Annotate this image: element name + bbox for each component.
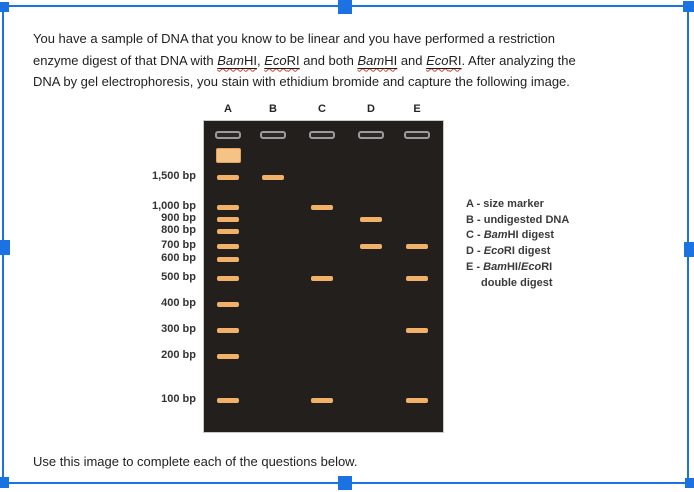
gel-well-d [358, 131, 384, 139]
size-label-200bp: 200 bp [161, 349, 196, 361]
paragraph-line-1: You have a sample of DNA that you know t… [33, 31, 555, 46]
legend-row-c: C - BamHI digest [466, 229, 555, 242]
size-label-600bp: 600 bp [161, 252, 196, 264]
dna-band-c-1000bp [311, 205, 333, 210]
dna-band-a-1500bp [217, 175, 239, 180]
lane-label-c: C [318, 103, 326, 115]
gel-well-b [260, 131, 286, 139]
enzyme-name-ecori: EcoRI [264, 52, 300, 68]
paragraph-line-2: enzyme digest of that DNA with BamHI, Ec… [33, 52, 576, 68]
paragraph-line-3: DNA by gel electrophoresis, you stain wi… [33, 74, 570, 89]
legend-row-b: B - undigested DNA [466, 213, 570, 226]
lane-label-d: D [367, 103, 375, 115]
selection-handle-bottom-right[interactable] [685, 478, 694, 488]
dna-band-d-900bp [360, 217, 382, 222]
paragraph-text: enzyme digest of that DNA with [33, 52, 218, 68]
dna-band-a-900bp [217, 217, 239, 222]
dna-band-a-700bp [217, 244, 239, 249]
dna-band-e-700bp [406, 244, 428, 249]
gel-well-c [309, 131, 335, 139]
selection-handle-bottom-left[interactable] [0, 477, 9, 488]
lane-label-a: A [224, 103, 232, 115]
size-label-1500bp: 1,500 bp [151, 170, 196, 182]
dna-band-a-300bp [217, 328, 239, 333]
dna-band-a-100bp [217, 398, 239, 403]
dna-band-a-200bp [217, 354, 239, 359]
dna-band-a-600bp [217, 257, 239, 262]
legend-row-e-cont: double digest [481, 276, 553, 289]
selection-handle-bottom-center[interactable] [338, 476, 352, 490]
question-paragraph[interactable]: You have a sample of DNA that you know t… [33, 28, 673, 93]
size-label-400bp: 400 bp [161, 297, 196, 309]
gel-legend: A - size marker B - undigested DNA C - B… [466, 197, 569, 291]
size-label-500bp: 500 bp [161, 271, 196, 283]
gel-well-e [404, 131, 430, 139]
dna-band-c-500bp [311, 276, 333, 281]
size-label-100bp: 100 bp [161, 393, 196, 405]
selection-handle-top-left[interactable] [0, 2, 9, 12]
enzyme-name-bamhi: BamHI [217, 52, 257, 68]
size-label-800bp: 800 bp [161, 224, 196, 236]
dna-band-e-500bp [406, 276, 428, 281]
selection-handle-top-center[interactable] [338, 0, 352, 14]
size-label-700bp: 700 bp [161, 239, 196, 251]
legend-row-d: D - EcoRI digest [466, 245, 551, 258]
lane-label-e: E [413, 103, 421, 115]
dna-band-d-700bp [360, 244, 382, 249]
legend-row-a: A - size marker [466, 198, 544, 210]
selection-handle-middle-right[interactable] [684, 242, 694, 257]
gel-well-a [215, 131, 241, 139]
dna-band-a-800bp [217, 229, 239, 234]
legend-row-e: E - BamHI/EcoRI [466, 260, 553, 273]
footer-instruction[interactable]: Use this image to complete each of the q… [33, 454, 358, 469]
dna-band-e-100bp [406, 398, 428, 403]
dna-band-a-500bp [217, 276, 239, 281]
size-label-1000bp: 1,000 bp [151, 200, 196, 212]
dna-band-large-a [216, 148, 241, 163]
size-label-300bp: 300 bp [161, 323, 196, 335]
size-label-900bp: 900 bp [161, 212, 196, 224]
dna-band-a-400bp [217, 302, 239, 307]
selection-handle-middle-left[interactable] [0, 240, 10, 255]
selection-handle-top-right[interactable] [683, 1, 694, 12]
dna-band-e-300bp [406, 328, 428, 333]
dna-band-a-1000bp [217, 205, 239, 210]
enzyme-name-bamhi: BamHI [357, 52, 398, 68]
dna-band-c-100bp [311, 398, 333, 403]
dna-band-b-1500bp [262, 175, 284, 180]
enzyme-name-ecori: EcoRI [426, 52, 462, 68]
lane-label-b: B [269, 103, 277, 115]
